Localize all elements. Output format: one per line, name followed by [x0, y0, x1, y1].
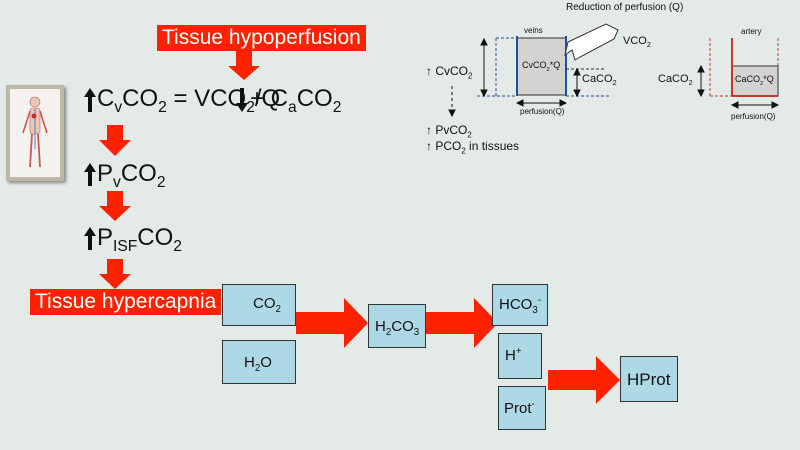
cvco2-height-arrow — [480, 37, 488, 98]
up-arrow-icon — [84, 227, 96, 250]
red-down-arrow — [99, 125, 131, 156]
co2-box: CO2 — [222, 284, 296, 326]
co2-label: CO2 — [253, 295, 281, 315]
cvco2q-label: CvCO2*Q — [522, 60, 561, 73]
red-right-arrow — [426, 298, 498, 348]
hplus-box: H+ — [498, 333, 542, 379]
pisfco2-label: PISFCO2 — [97, 224, 182, 255]
red-down-arrow — [99, 259, 131, 289]
perfusion-label-2: perfusion(Q) — [731, 112, 776, 121]
artery-container — [709, 38, 779, 97]
up-arrow-icon — [84, 88, 96, 112]
artery-label: artery — [741, 27, 762, 36]
cvco2-dashed-arrow — [448, 86, 456, 118]
vco2-arrow-icon — [564, 23, 619, 61]
hprot-box: HProt — [620, 356, 678, 402]
h2o-box: H2O — [222, 340, 296, 384]
hco3-label: HCO3- — [499, 295, 542, 316]
perfusion-title: Reduction of perfusion (Q) — [566, 2, 684, 13]
perfusion-width-arrow — [515, 99, 568, 107]
caco2-artery-height-arrow — [697, 64, 705, 98]
hprot-label: HProt — [627, 370, 671, 389]
prot-label: Prot- — [504, 399, 535, 417]
pvco2-small-label: ↑ PvCO2 — [426, 123, 472, 140]
cvco2-equation-tail: + CaCO2 — [250, 85, 342, 116]
red-down-arrow — [99, 191, 131, 221]
red-down-arrow — [228, 51, 260, 80]
caco2-height-arrow — [573, 67, 581, 98]
caco2-artery-label: CaCO2 — [658, 73, 693, 88]
vco2-label: VCO2 — [623, 35, 651, 50]
veins-label: veins — [524, 26, 543, 35]
body-anatomy-picture — [6, 85, 64, 181]
veins-container — [477, 36, 610, 97]
perfusion-label-1: perfusion(Q) — [520, 107, 565, 116]
up-arrow-icon — [84, 163, 96, 186]
tissue-hypercapnia-label: Tissue hypercapnia — [30, 289, 222, 315]
hplus-label: H+ — [505, 346, 522, 364]
human-figure-icon — [22, 96, 48, 168]
prot-box: Prot- — [498, 386, 546, 430]
cvco2-left-label: ↑ CvCO2 — [426, 64, 473, 81]
pco2-tissues-label: ↑ PCO2 in tissues — [426, 139, 520, 156]
red-right-arrow — [296, 298, 368, 348]
caco2q-label: CaCO2*Q — [735, 74, 774, 87]
h2co3-box: H2CO3 — [368, 304, 426, 348]
h2o-label: H2O — [244, 354, 272, 374]
h2co3-label: H2CO3 — [375, 318, 420, 338]
perfusion-width-arrow-2 — [730, 101, 780, 109]
cvco2-equation: CvCO2 = VCO2/Q — [97, 85, 281, 116]
hco3-box: HCO3- — [492, 284, 548, 326]
caco2-right-label: CaCO2 — [582, 73, 617, 88]
down-arrow-icon — [236, 88, 248, 112]
red-right-arrow — [548, 356, 620, 404]
tissue-hypoperfusion-label: Tissue hypoperfusion — [157, 25, 366, 51]
pvco2-label: PvCO2 — [97, 160, 166, 191]
